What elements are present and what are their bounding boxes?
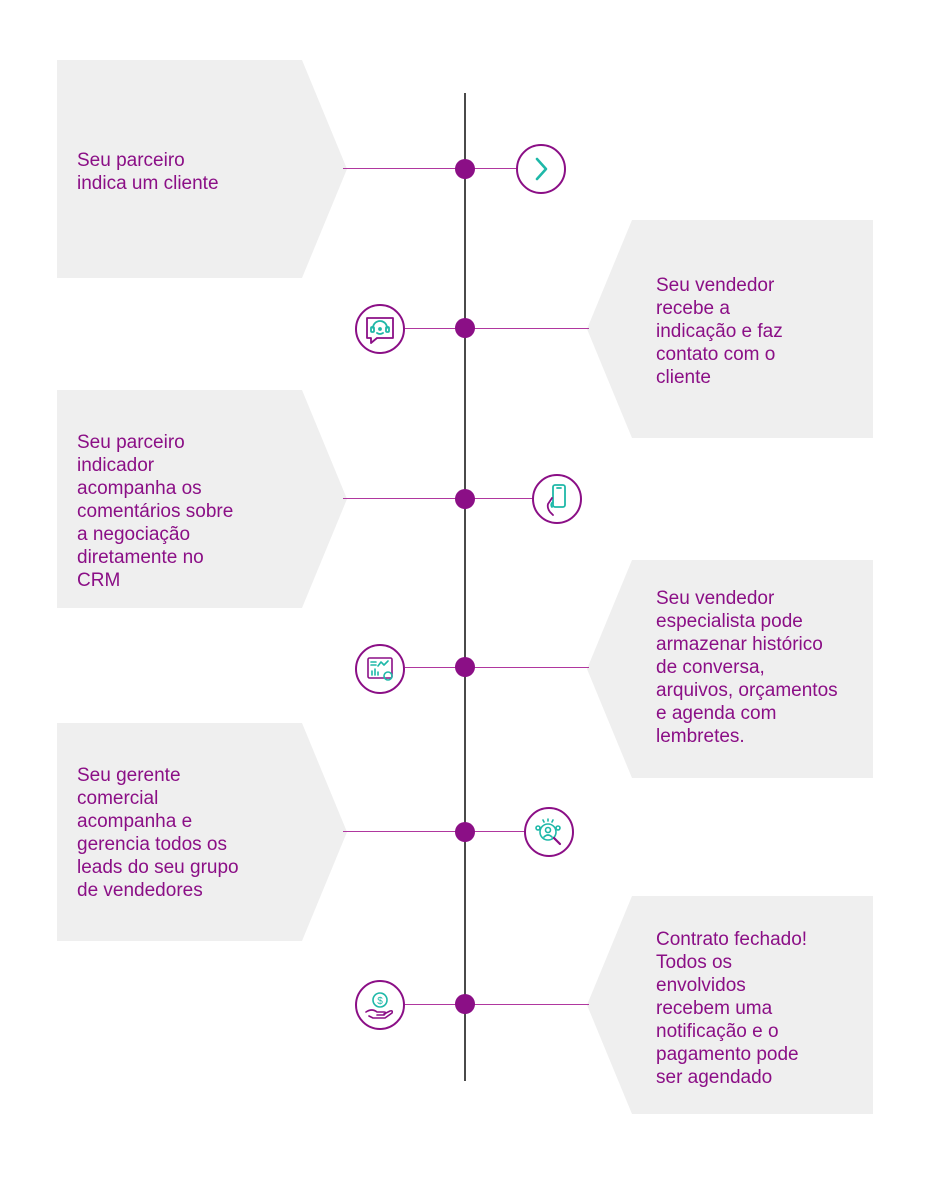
smartphone-hand-icon <box>532 474 582 524</box>
step-card-1: Seu parceiro indica um cliente <box>57 60 347 278</box>
svg-text:$: $ <box>377 996 383 1007</box>
timeline-dot-2 <box>455 318 475 338</box>
timeline-axis <box>464 93 466 1081</box>
card-shape <box>587 220 873 438</box>
card-shape <box>57 723 347 941</box>
step-card-4: Seu vendedor especialista pode armazenar… <box>587 560 873 778</box>
card-shape <box>587 896 873 1114</box>
step-text-6: Contrato fechado! Todos os envolvidos re… <box>656 929 808 1088</box>
connector-2 <box>405 328 589 329</box>
connector-3 <box>343 498 533 499</box>
card-shape <box>57 60 347 278</box>
step-text-4: Seu vendedor especialista pode armazenar… <box>656 588 838 747</box>
connector-5 <box>343 831 525 832</box>
headset-chat-icon <box>355 304 405 354</box>
step-text-3: Seu parceiro indicador acompanha os come… <box>77 432 234 591</box>
timeline-dot-1 <box>455 159 475 179</box>
dashboard-analytics-icon <box>355 644 405 694</box>
team-search-icon <box>524 807 574 857</box>
timeline-dot-6 <box>455 994 475 1014</box>
card-shape <box>587 560 873 778</box>
step-card-6: Contrato fechado! Todos os envolvidos re… <box>587 896 873 1114</box>
card-shape <box>57 390 347 608</box>
timeline-dot-5 <box>455 822 475 842</box>
connector-6 <box>405 1004 589 1005</box>
money-hand-icon: $ <box>355 980 405 1030</box>
step-text-5: Seu gerente comercial acompanha e gerenc… <box>77 765 239 901</box>
step-card-5: Seu gerente comercial acompanha e gerenc… <box>57 723 347 941</box>
connector-4 <box>405 667 589 668</box>
timeline-dot-3 <box>455 489 475 509</box>
step-card-2: Seu vendedor recebe a indicação e faz co… <box>587 220 873 438</box>
step-card-3: Seu parceiro indicador acompanha os come… <box>57 390 347 608</box>
timeline-dot-4 <box>455 657 475 677</box>
step-text-2: Seu vendedor recebe a indicação e faz co… <box>656 275 783 388</box>
chevron-right-icon <box>516 144 566 194</box>
connector-1 <box>343 168 517 169</box>
step-text-1: Seu parceiro indica um cliente <box>77 150 219 194</box>
